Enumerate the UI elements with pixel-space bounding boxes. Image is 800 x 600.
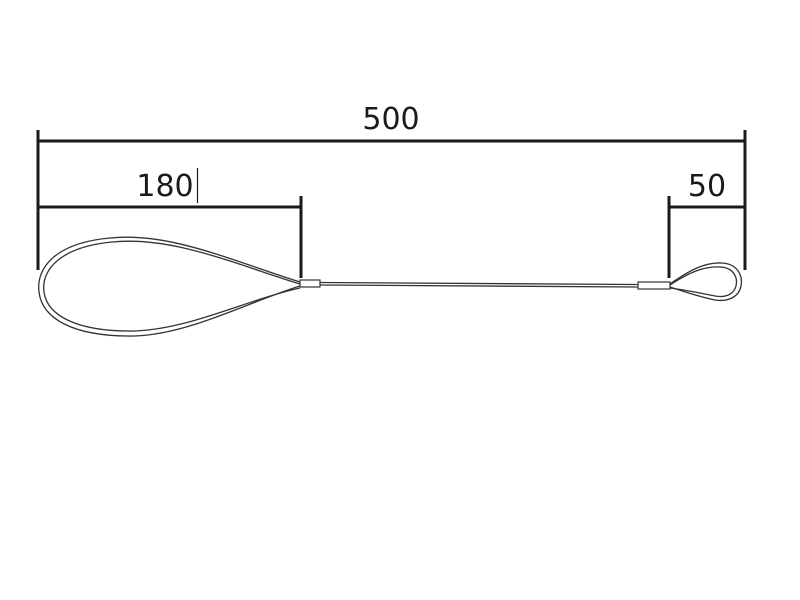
- right-loop-dimension: 50: [667, 169, 745, 278]
- left-loop-dimension-label: 180: [136, 169, 193, 204]
- right-loop-dimension-label: 50: [688, 169, 726, 204]
- left-eye-loop: [38, 236, 301, 337]
- left-loop-dimension: 180: [38, 168, 303, 278]
- right-ferrule: [637, 281, 671, 290]
- overall-dimension: 500: [36, 102, 747, 270]
- overall-dimension-label: 500: [362, 102, 419, 137]
- left-ferrule: [299, 279, 321, 288]
- right-eye-loop: [669, 262, 743, 302]
- wire-rope: [319, 281, 640, 288]
